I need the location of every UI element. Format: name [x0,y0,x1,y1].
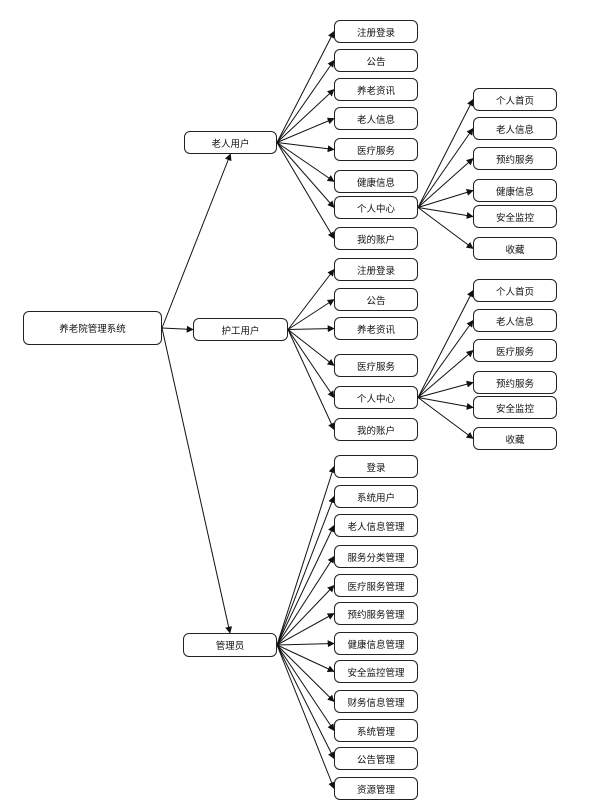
edge-elder-item-5 [276,142,335,182]
edge-nurse-center-2 [417,350,474,398]
edge-nurse-center-4 [417,397,474,410]
elder-item-register-login: 注册登录 [334,20,418,43]
admin-item-system-users: 系统用户 [334,485,418,508]
root-node: 养老院管理系统 [23,311,162,345]
edge-elder-item-3 [276,117,335,143]
role-elder-node: 老人用户 [184,131,277,154]
admin-item-service-category-mgmt: 服务分类管理 [334,545,418,568]
edge-elder-item-7 [276,142,335,240]
edge-admin-item-6 [276,640,335,648]
nurse-item-register-login: 注册登录 [334,258,418,281]
elder-center-home: 个人首页 [473,88,557,111]
edge-nurse-center-0 [417,289,474,398]
edge-admin-item-10 [276,644,335,760]
admin-item-health-info-mgmt: 健康信息管理 [334,632,418,655]
elder-item-elderly-news: 养老资讯 [334,78,418,101]
edge-admin-item-0 [276,465,336,646]
admin-item-medical-service-mgmt: 医疗服务管理 [334,574,418,597]
admin-item-resource-mgmt: 资源管理 [334,777,418,800]
nurse-center-elder-info: 老人信息 [473,309,557,332]
elder-item-announcement: 公告 [334,49,418,72]
edge-nurse-center-5 [417,397,474,439]
elder-item-personal-center: 个人中心 [334,196,418,219]
nurse-item-elderly-news: 养老资讯 [334,317,418,340]
edge-elder-item-6 [276,142,335,209]
admin-item-login: 登录 [334,455,418,478]
edge-elder-center-2 [417,158,474,208]
edge-admin-item-8 [276,644,335,702]
edge-root-nurse [161,325,194,333]
edge-admin-item-2 [276,524,335,646]
nurse-item-announcement: 公告 [334,288,418,311]
admin-item-booking-service-mgmt: 预约服务管理 [334,602,418,625]
elder-center-security-monitor: 安全监控 [473,205,557,228]
elder-item-medical-service: 医疗服务 [334,138,418,161]
edge-admin-item-9 [276,644,335,732]
admin-item-finance-info-mgmt: 财务信息管理 [334,690,418,713]
nurse-item-personal-center: 个人中心 [334,386,418,409]
elder-center-favorites: 收藏 [473,237,557,260]
edge-root-admin [161,327,233,634]
edge-admin-item-5 [276,613,335,646]
edge-root-elder [161,153,232,329]
edge-elder-item-2 [276,89,335,143]
edge-admin-item-4 [276,584,335,646]
elder-center-health-info: 健康信息 [473,179,557,202]
elder-item-health-info: 健康信息 [334,170,418,193]
edge-elder-item-1 [276,59,335,143]
nurse-center-home: 个人首页 [473,279,557,302]
elder-center-elder-info: 老人信息 [473,117,557,140]
edge-nurse-item-2 [287,325,335,333]
edge-elder-item-4 [276,142,335,153]
edge-admin-item-11 [276,644,335,790]
elder-item-elder-info: 老人信息 [334,107,418,130]
elder-center-booking: 预约服务 [473,147,557,170]
role-admin-node: 管理员 [183,633,277,657]
edge-nurse-item-5 [287,329,335,431]
nurse-center-booking: 预约服务 [473,371,557,394]
nurse-center-favorites: 收藏 [473,427,557,450]
edge-admin-item-7 [276,644,335,673]
edge-nurse-item-3 [287,329,335,366]
admin-item-security-monitor-mgmt: 安全监控管理 [334,660,418,683]
nurse-center-security-monitor: 安全监控 [473,396,557,419]
edge-elder-center-5 [417,207,474,249]
nurse-center-medical-service: 医疗服务 [473,339,557,362]
edge-nurse-center-3 [417,380,474,398]
role-nurse-node: 护工用户 [193,318,288,341]
edge-admin-item-1 [276,495,336,646]
elder-item-my-account: 我的账户 [334,227,418,250]
nurse-item-medical-service: 医疗服务 [334,354,418,377]
edge-elder-item-0 [276,30,335,143]
edge-nurse-item-4 [287,329,335,399]
edge-elder-center-3 [417,189,474,208]
edge-nurse-center-1 [417,319,474,398]
admin-item-announcement-mgmt: 公告管理 [334,747,418,770]
nurse-item-my-account: 我的账户 [334,418,418,441]
admin-item-elder-info-mgmt: 老人信息管理 [334,514,418,537]
edge-elder-center-1 [417,127,474,208]
edge-elder-center-4 [417,207,474,219]
edge-admin-item-3 [276,555,335,646]
edge-nurse-item-0 [287,268,335,330]
admin-item-system-mgmt: 系统管理 [334,719,418,742]
edge-nurse-item-1 [287,299,335,330]
edge-elder-center-0 [417,98,474,208]
